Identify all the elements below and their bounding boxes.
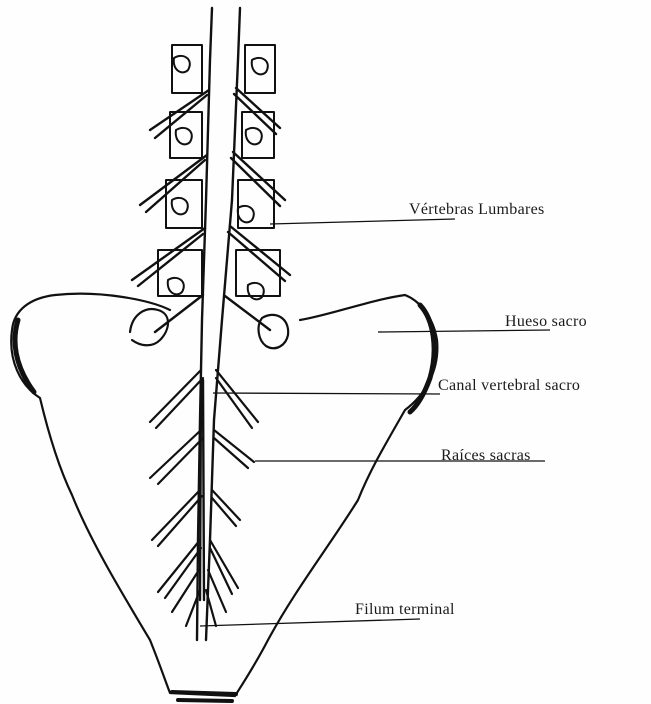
leader-lines [200,219,550,626]
label-filum-terminal: Filum terminal [355,601,455,619]
lumbar-vertebrae-left [158,45,202,296]
label-hueso-sacro: Hueso sacro [505,313,587,331]
label-vertebras-lumbares: Vértebras Lumbares [409,201,545,219]
right-articular-process [259,315,289,348]
sacrum-outline [11,294,437,696]
label-canal-vertebral-sacro: Canal vertebral sacro [438,377,580,395]
label-raices-sacras: Raíces sacras [441,447,531,465]
spinal-cord [197,8,240,640]
sacrum-right-rim [410,305,434,412]
sacrum-left-rim [15,320,34,392]
